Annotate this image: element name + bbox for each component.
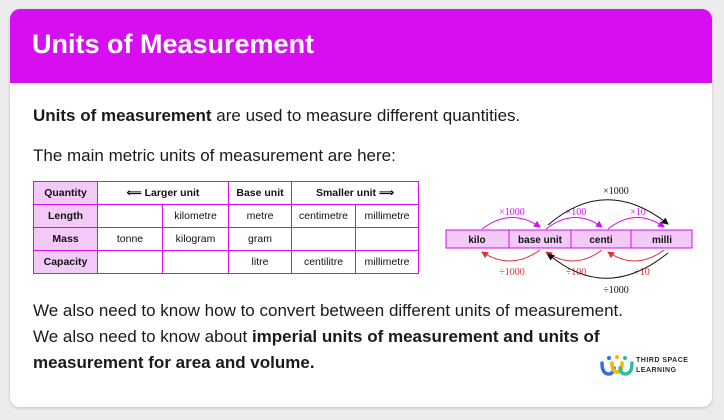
footer-line-1: We also need to know how to convert betw…	[33, 301, 623, 320]
table-cell: tonne	[97, 227, 163, 251]
label-divide-100: ÷100	[566, 267, 587, 278]
footer-line-3: measurement for area and volume.	[33, 353, 315, 373]
table-cell: millimetre	[355, 250, 419, 274]
brand-name-line-2: LEARNING	[636, 367, 677, 374]
subtitle-text: The main metric units of measurement are…	[33, 146, 396, 165]
footer-line-2: We also need to know about imperial unit…	[33, 327, 600, 347]
brand-name-line-1: THIRD SPACE	[636, 357, 689, 364]
arrow-multiply-100	[545, 217, 603, 230]
intro-bold: Units of measurement	[33, 106, 212, 125]
table-cell: millimetre	[355, 204, 419, 228]
unit-base: base unit	[518, 235, 563, 246]
table-cell	[97, 250, 163, 274]
label-divide-1000: ÷1000	[499, 267, 525, 278]
arrow-multiply-10	[607, 217, 665, 230]
header-smaller-unit: Smaller unit ⟹	[291, 181, 419, 205]
row-label-length: Length	[33, 204, 98, 228]
arrow-divide-10	[607, 249, 665, 262]
slide-card: Units of Measurement Units of measuremen…	[10, 9, 712, 407]
label-multiply-1000: ×1000	[499, 207, 525, 218]
arrow-divide-1000	[481, 249, 541, 262]
table-row: Length kilometre metre centimetre millim…	[33, 204, 419, 228]
table-cell: litre	[228, 250, 292, 274]
label-long-multiply: ×1000	[603, 186, 629, 197]
header-larger-unit: ⟸ Larger unit	[97, 181, 229, 205]
table-cell: kilometre	[162, 204, 229, 228]
table-header-row: Quantity ⟸ Larger unit Base unit Smaller…	[33, 181, 419, 205]
table-row: Mass tonne kilogram gram	[33, 227, 419, 251]
intro-rest: are used to measure different quantities…	[211, 106, 521, 125]
row-label-capacity: Capacity	[33, 250, 98, 274]
table-cell	[162, 250, 229, 274]
unit-milli: milli	[652, 235, 672, 246]
footer-line-3-bold: measurement for area and volume.	[33, 353, 315, 372]
footer-line-2-bold: imperial units of measurement and units …	[251, 327, 600, 346]
units-table: Quantity ⟸ Larger unit Base unit Smaller…	[33, 181, 419, 274]
arrow-multiply-1000	[481, 217, 541, 230]
arrow-long-multiply	[547, 199, 669, 226]
unit-centi: centi	[589, 235, 613, 246]
conversion-diagram: kilo base unit centi milli ×1000 ×100 ×1…	[445, 186, 693, 296]
table-row: Capacity litre centilitre millimetre	[33, 250, 419, 274]
table-cell: gram	[228, 227, 292, 251]
label-multiply-100: ×100	[566, 207, 587, 218]
unit-kilo: kilo	[468, 235, 485, 246]
table-cell	[355, 227, 419, 251]
table-cell: centilitre	[291, 250, 356, 274]
header-base-unit: Base unit	[228, 181, 292, 205]
header-bar: Units of Measurement	[10, 9, 712, 83]
table-cell	[97, 204, 163, 228]
arrow-long-divide	[547, 252, 669, 279]
page-title: Units of Measurement	[32, 29, 315, 59]
label-multiply-10: ×10	[630, 207, 646, 218]
table-cell: centimetre	[291, 204, 356, 228]
row-label-mass: Mass	[33, 227, 98, 251]
header-quantity: Quantity	[33, 181, 98, 205]
label-divide-10: ÷10	[634, 267, 650, 278]
third-space-logo-icon	[600, 355, 634, 376]
table-cell: metre	[228, 204, 292, 228]
intro-text: Units of measurement are used to measure…	[33, 106, 520, 126]
table-cell: kilogram	[162, 227, 229, 251]
footer-line-2-start: We also need to know about	[33, 327, 252, 346]
label-long-divide: ÷1000	[603, 285, 629, 296]
table-cell	[291, 227, 356, 251]
